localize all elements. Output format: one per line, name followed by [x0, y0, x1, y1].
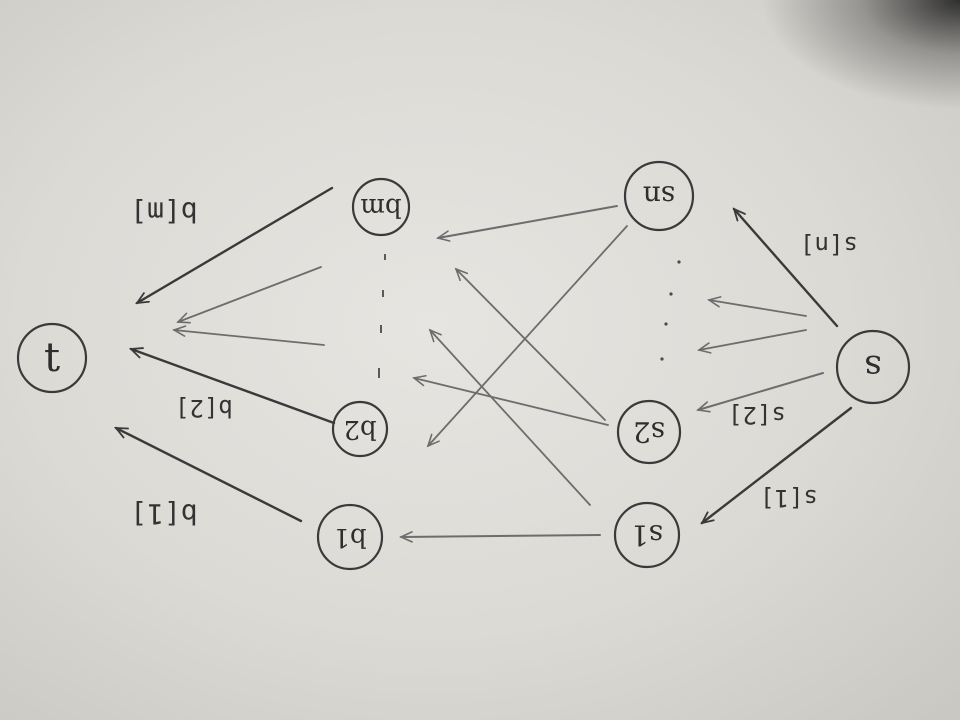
node-t-label: t [44, 335, 60, 381]
edge-sn-to-bm [436, 205, 618, 242]
label-s-to-s2: s[2] [728, 401, 786, 429]
edge-middle-to-t-upper [176, 266, 322, 324]
edge-s2-to-bm [454, 267, 606, 421]
node-s2-circle [616, 399, 682, 465]
edge-b2-to-t [131, 349, 336, 425]
node-sn: sn [623, 160, 695, 232]
node-b1-label: b1 [333, 522, 366, 552]
edge-bm-to-t [137, 186, 334, 305]
label-s-to-s1: s[1] [760, 484, 818, 512]
node-b2: b2 [331, 400, 389, 458]
label-bm-to-t: b[m] [130, 196, 197, 229]
label-b2-to-t: b[2] [175, 394, 233, 422]
edge-s-to-middle-lower [697, 329, 807, 354]
edge-s-to-sn [734, 209, 839, 328]
node-b2-label: b2 [343, 414, 376, 444]
node-b1-circle [316, 503, 384, 571]
node-sn-label: sn [643, 180, 675, 213]
node-t: t [16, 322, 88, 394]
edge-s1-to-middle [428, 328, 591, 506]
label-b1-to-t: b[1] [130, 498, 197, 531]
edge-s2-to-middle [412, 374, 609, 426]
s-column-ellipsis [660, 260, 681, 361]
node-b2-circle [331, 400, 389, 458]
edge-s1-to-b1 [399, 531, 601, 543]
edge-sn-to-b2 [426, 225, 628, 448]
node-s1: s1 [613, 501, 681, 569]
node-s2-label: s2 [633, 416, 665, 449]
node-s-label: s [864, 347, 881, 387]
b-column-ellipsis [378, 254, 386, 378]
node-s2: s2 [616, 399, 682, 465]
edge-s-to-s1 [702, 406, 853, 523]
node-s1-circle [613, 501, 681, 569]
node-bm: bm [351, 177, 411, 237]
node-s-circle [835, 329, 911, 405]
node-bm-label: bm [360, 192, 401, 222]
node-b1: b1 [316, 503, 384, 571]
edge-s-to-middle-upper [707, 296, 807, 317]
node-bm-circle [351, 177, 411, 237]
node-t-circle [16, 322, 88, 394]
node-s: s [835, 329, 911, 405]
label-s-to-sn: s[n] [800, 231, 858, 259]
edge-b1-to-t [116, 426, 303, 523]
node-s1-label: s1 [631, 519, 663, 552]
node-sn-circle [623, 160, 695, 232]
edge-middle-to-t-lower [172, 325, 325, 346]
edge-s-to-s2 [696, 372, 824, 413]
